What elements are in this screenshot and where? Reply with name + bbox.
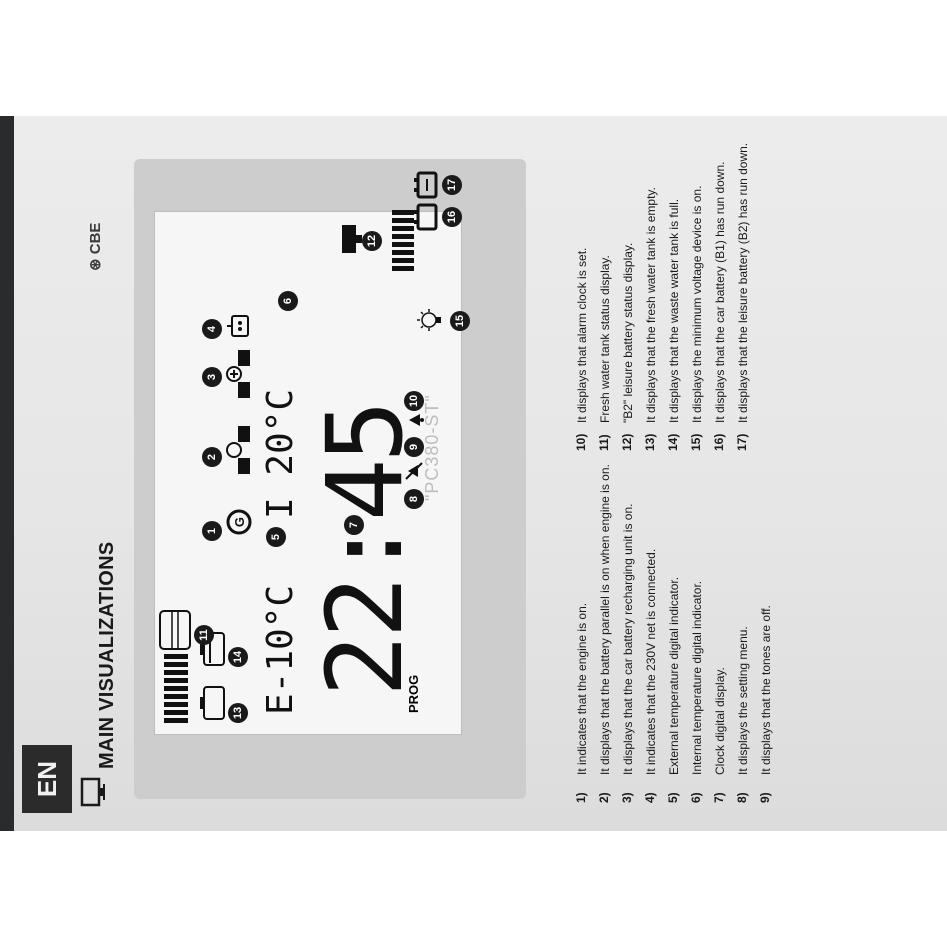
badge-16: 16 — [442, 207, 462, 227]
legend-item: 17)It displays that the leisure battery … — [735, 142, 750, 451]
badge-17: 17 — [442, 175, 462, 195]
badge-9: 9 — [404, 437, 424, 457]
badge-4: 4 — [202, 319, 222, 339]
legend-item: 12)"B2" leisure battery status display. — [620, 242, 635, 451]
legend-item: 7)Clock digital display. — [712, 667, 727, 803]
car-battery-rundown-icon — [414, 203, 438, 231]
badge-3: 3 — [202, 367, 222, 387]
badge-15: 15 — [450, 311, 470, 331]
leisure-battery-rundown-icon — [414, 171, 438, 199]
brand-label: CBE — [87, 222, 104, 255]
legend-item: 6)Internal temperature digital indicator… — [689, 580, 704, 803]
battery-parallel-icon — [226, 426, 250, 474]
legend-item: 3)It displays that the car battery recha… — [620, 503, 635, 803]
legend-item: 11)Fresh water tank status display. — [597, 255, 612, 451]
monitor-icon — [80, 777, 105, 807]
external-temperature: E-10°C — [260, 584, 301, 715]
legend-item: 1)It indicates that the engine is on. — [574, 602, 589, 803]
legend-item: 2)It displays that the battery parallel … — [597, 464, 612, 803]
badge-2: 2 — [202, 447, 222, 467]
badge-6: 6 — [278, 291, 298, 311]
fresh-water-tank-empty-icon — [200, 686, 225, 720]
leisure-battery-icon — [342, 225, 362, 253]
background-strip — [0, 116, 14, 831]
legend-item: 4)It indicates that the 230V net is conn… — [643, 548, 658, 803]
legend-item: 14)It displays that the waste water tank… — [666, 198, 681, 451]
legend-item: 16)It displays that the car battery (B1)… — [712, 161, 727, 451]
legend: 1)It indicates that the engine is on. 2)… — [574, 123, 934, 803]
svg-text:G: G — [232, 517, 247, 527]
legend-item: 5)External temperature digital indicator… — [666, 576, 681, 803]
legend-item: 8)It displays the setting menu. — [735, 626, 750, 803]
alarm-bell-icon — [409, 414, 424, 426]
prog-label: PROG — [406, 674, 421, 713]
engine-on-icon: G — [226, 509, 252, 535]
section-title: MAIN VISUALIZATIONS — [96, 541, 118, 769]
recharging-unit-icon — [226, 350, 250, 398]
badge-8: 8 — [404, 489, 424, 509]
legend-left-column: 1)It indicates that the engine is on. 2)… — [574, 463, 781, 803]
legend-item: 10)It displays that alarm clock is set. — [574, 247, 589, 451]
fresh-water-level-bars — [164, 654, 188, 723]
mains-230v-icon — [227, 315, 249, 337]
rotated-page: EN MAIN VISUALIZATIONS ⊛ CBE "PC380-ST" — [14, 116, 947, 831]
badge-5: 5 — [266, 527, 286, 547]
fresh-water-tank-icon — [159, 610, 191, 650]
badge-10: 10 — [404, 391, 424, 411]
legend-item: 13)It displays that the fresh water tank… — [643, 187, 658, 451]
legend-item: 9)It displays that the tones are off. — [758, 605, 773, 803]
language-tab: EN — [22, 745, 72, 813]
badge-13: 13 — [228, 703, 248, 723]
internal-temperature: I 20°C — [260, 388, 301, 519]
legend-item: 15)It displays the minimum voltage devic… — [689, 185, 704, 451]
badge-11: 11 — [194, 625, 214, 645]
badge-1: 1 — [202, 521, 222, 541]
badge-12: 12 — [362, 231, 382, 251]
minimum-voltage-bulb-icon — [417, 309, 441, 331]
leisure-battery-level-bars — [392, 210, 414, 271]
tones-off-icon — [405, 462, 423, 480]
legend-right-column: 10)It displays that alarm clock is set. … — [574, 121, 758, 451]
badge-14: 14 — [228, 647, 248, 667]
brand-mark-icon: ⊛ — [87, 258, 104, 271]
brand-logo: ⊛ CBE — [86, 223, 104, 271]
